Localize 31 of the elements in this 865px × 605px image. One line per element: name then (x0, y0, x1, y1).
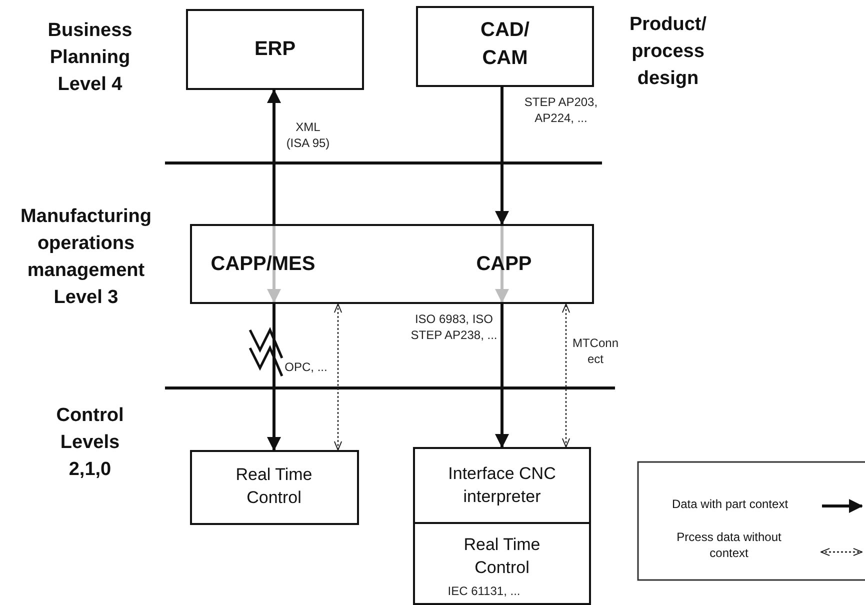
edge-label: STEP AP203, AP224, ... (523, 95, 599, 126)
system-name: Interface CNC interpreter (447, 463, 557, 508)
system-box (190, 450, 359, 525)
system-box (190, 224, 594, 304)
system-name: Real Time Control (234, 464, 314, 509)
arrow (495, 304, 509, 448)
system-box (413, 447, 591, 524)
standard-note: IEC 61131, ... (446, 584, 522, 600)
arrow (267, 89, 281, 224)
dotted-arrow (334, 304, 342, 450)
dotted-arrow (562, 304, 570, 448)
arrow (495, 87, 509, 225)
system-name: Real Time Control (462, 534, 542, 579)
edge-label: ISO 6983, ISO STEP AP238, ... (410, 312, 498, 344)
system-box (413, 522, 591, 605)
level-heading: Product/ process design (628, 13, 708, 91)
edge-label: XML (ISA 95) (285, 120, 331, 152)
standard-note: CAPP (475, 252, 533, 277)
system-box (186, 9, 364, 90)
edge-label: OPC, ... (284, 360, 328, 376)
system-name: CAPP/MES (210, 252, 316, 277)
legend-label: Data with part context (670, 497, 790, 513)
system-name: ERP (253, 37, 297, 62)
arrow (267, 304, 281, 451)
edge-label: MTConnect (571, 336, 620, 368)
level-heading: Manufacturing operations management Level 3 (20, 205, 152, 310)
level-heading: Business Planning Level 4 (46, 19, 134, 97)
system-name: CAD/ CAM (480, 18, 530, 71)
legend-label: Prcess data without context (676, 530, 782, 562)
system-box (416, 6, 594, 87)
level-heading: Control Levels 2,1,0 (55, 404, 125, 482)
